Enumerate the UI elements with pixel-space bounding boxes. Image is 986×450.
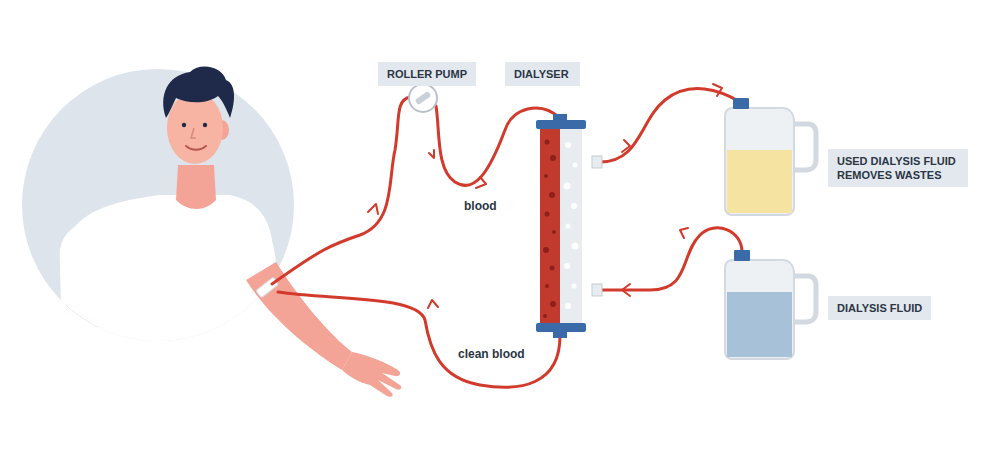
label-text: DIALYSIS FLUID — [837, 301, 922, 315]
dialysate-tubing — [600, 89, 742, 290]
used-fluid-jug — [725, 98, 816, 215]
flow-label: blood — [462, 199, 499, 213]
label-text: ROLLER PUMP — [387, 67, 467, 81]
dialysis-fluid-jug — [725, 250, 816, 359]
label-box: DIALYSIS FLUID — [828, 296, 931, 320]
patient-figure — [60, 66, 402, 396]
label-text: USED DIALYSIS FLUID REMOVES WASTES — [837, 154, 959, 182]
label-box: ROLLER PUMP — [378, 62, 476, 86]
blood-tubing — [272, 97, 560, 387]
label-box: DIALYSER — [505, 62, 580, 86]
dialyser-column — [536, 114, 602, 338]
roller-pump — [409, 84, 437, 112]
label-text: DIALYSER — [514, 67, 571, 81]
flow-label: clean blood — [456, 347, 527, 361]
label-box: USED DIALYSIS FLUID REMOVES WASTES — [828, 149, 968, 187]
